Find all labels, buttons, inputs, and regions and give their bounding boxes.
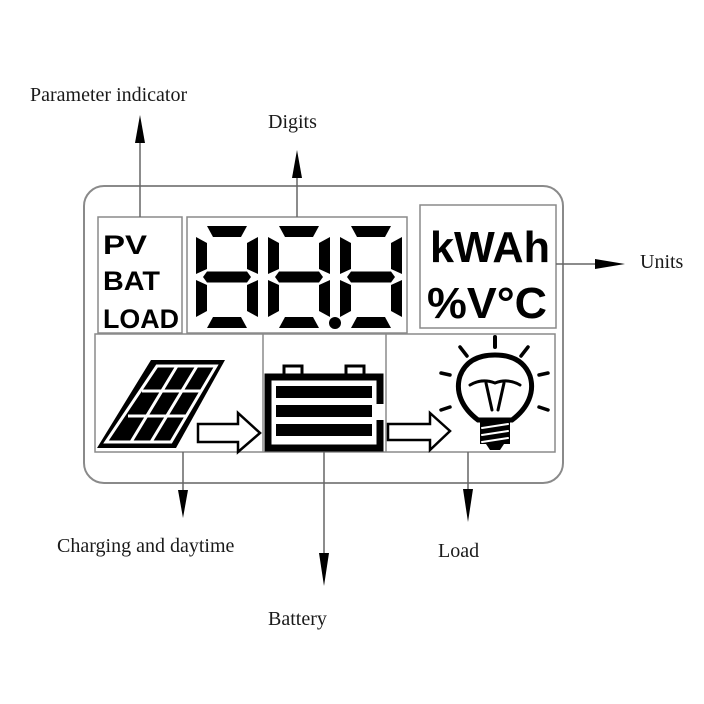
label-load: Load bbox=[438, 540, 480, 562]
digit-segment bbox=[319, 237, 330, 274]
decimal-point bbox=[329, 317, 341, 329]
digit-segment bbox=[275, 271, 323, 283]
digit-segment bbox=[268, 237, 279, 274]
seven-segment-digits bbox=[196, 226, 402, 329]
digit-segment bbox=[268, 280, 279, 317]
arrow-right-icon bbox=[386, 410, 452, 453]
digit-segment bbox=[340, 237, 351, 274]
digit-segment bbox=[340, 280, 351, 317]
digit-segment bbox=[347, 271, 395, 283]
digit-segment bbox=[391, 280, 402, 317]
digit-segment bbox=[196, 237, 207, 274]
arrowhead-down-icon bbox=[319, 553, 329, 586]
arrowhead-right-icon bbox=[595, 259, 625, 269]
label-parameter-indicator: Parameter indicator bbox=[30, 84, 188, 106]
light-bulb-icon bbox=[439, 335, 550, 450]
solar-panel-icon bbox=[97, 360, 225, 448]
digit-segment bbox=[247, 280, 258, 317]
label-battery: Battery bbox=[268, 608, 327, 630]
param-pv: PV bbox=[103, 230, 147, 260]
digit-segment bbox=[351, 317, 391, 328]
arrowhead-down-icon bbox=[463, 489, 473, 522]
arrowhead-down-icon bbox=[178, 490, 188, 518]
digit-segment bbox=[279, 317, 319, 328]
param-load: LOAD bbox=[103, 304, 179, 334]
digit-segment bbox=[207, 317, 247, 328]
param-bat: BAT bbox=[103, 266, 161, 296]
digit-segment bbox=[391, 237, 402, 274]
digit-segment bbox=[247, 237, 258, 274]
label-digits: Digits bbox=[268, 111, 317, 133]
icon-row-box bbox=[94, 333, 556, 453]
units-box bbox=[419, 204, 557, 329]
label-charging: Charging and daytime bbox=[57, 535, 235, 557]
arrowhead-up-icon bbox=[135, 115, 145, 143]
units-bottom: %V°C bbox=[427, 279, 547, 328]
digit-segment bbox=[207, 226, 247, 237]
label-units: Units bbox=[640, 251, 684, 273]
digit-segment bbox=[351, 226, 391, 237]
digit-segment bbox=[196, 280, 207, 317]
arrowhead-up-icon bbox=[292, 150, 302, 178]
units-top: kWAh bbox=[430, 223, 550, 272]
battery-icon bbox=[264, 364, 384, 452]
arrow-right-icon bbox=[196, 410, 262, 455]
digit-segment bbox=[319, 280, 330, 317]
digit-segment bbox=[203, 271, 251, 283]
digit-segment bbox=[279, 226, 319, 237]
